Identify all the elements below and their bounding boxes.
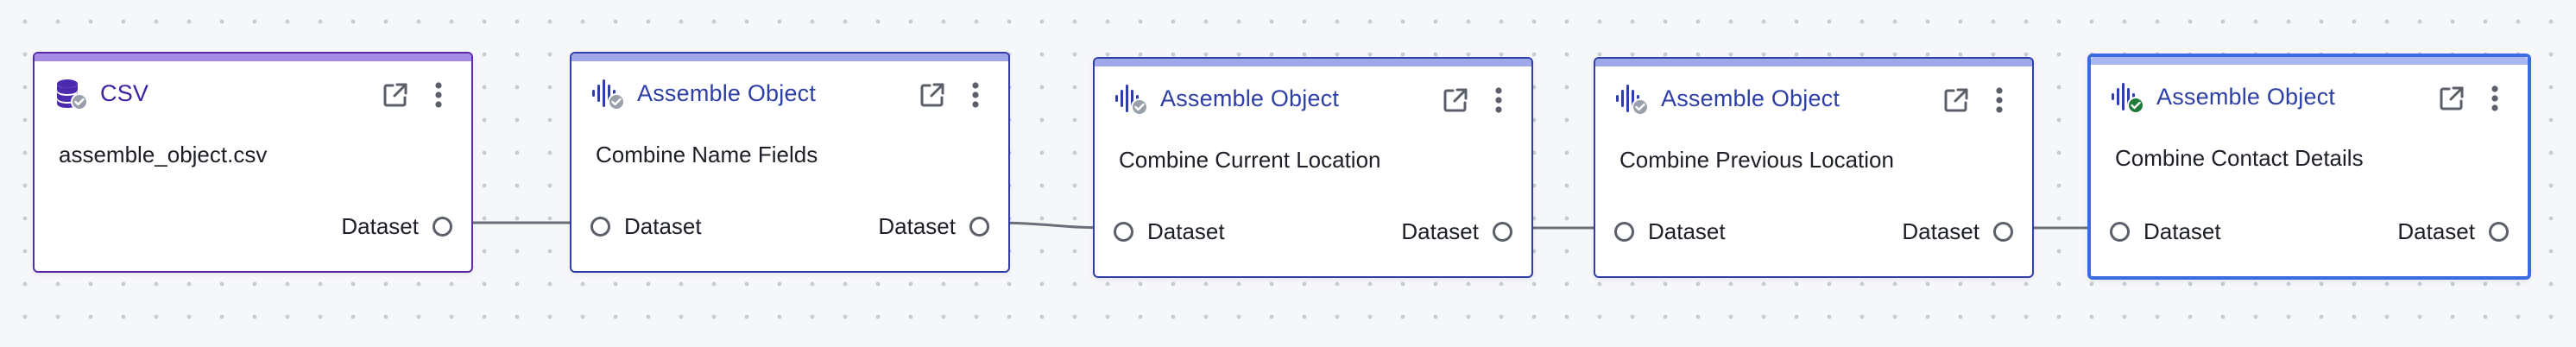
node-type-label: Assemble Object xyxy=(637,79,817,106)
node-title: Combine Current Location xyxy=(1119,147,1381,173)
input-port[interactable]: Dataset xyxy=(590,211,702,242)
output-port-handle[interactable] xyxy=(2489,221,2509,242)
assemble-signal-icon xyxy=(2110,79,2144,114)
output-port-label: Dataset xyxy=(878,212,956,239)
output-port[interactable]: Dataset xyxy=(2397,216,2509,247)
output-port-label: Dataset xyxy=(2397,218,2475,244)
open-external-icon[interactable] xyxy=(915,78,950,112)
input-port-handle[interactable] xyxy=(1114,221,1133,242)
node-assemble-object[interactable]: Assemble Object Combine Previous Locatio… xyxy=(1594,57,2034,278)
node-title: Combine Previous Location xyxy=(1619,147,1894,173)
node-type-label: Assemble Object xyxy=(1661,85,1840,111)
node-title: Combine Name Fields xyxy=(596,142,818,167)
node-type-label: CSV xyxy=(100,79,149,106)
assemble-signal-icon xyxy=(1614,81,1649,116)
output-port[interactable]: Dataset xyxy=(341,211,452,242)
node-assemble-object[interactable]: Assemble Object Combine Name Fields Data… xyxy=(570,52,1010,273)
output-port-label: Dataset xyxy=(1401,218,1479,244)
node-assemble-object[interactable]: Assemble Object Combine Current Location… xyxy=(1093,57,1533,278)
more-vertical-icon[interactable] xyxy=(1481,83,1516,117)
input-port[interactable]: Dataset xyxy=(2110,216,2221,247)
input-port[interactable]: Dataset xyxy=(1114,216,1225,247)
node-header-bar xyxy=(2091,57,2528,65)
output-port[interactable]: Dataset xyxy=(1401,216,1512,247)
output-port-label: Dataset xyxy=(341,212,419,239)
open-external-icon[interactable] xyxy=(1438,83,1473,117)
input-port-handle[interactable] xyxy=(2110,221,2130,242)
node-type-label: Assemble Object xyxy=(1160,85,1340,111)
assemble-signal-icon xyxy=(590,76,625,110)
node-title: assemble_object.csv xyxy=(59,142,268,167)
database-icon xyxy=(54,76,88,110)
node-header-bar xyxy=(571,54,1008,61)
more-vertical-icon[interactable] xyxy=(2478,81,2512,116)
input-port-label: Dataset xyxy=(1147,218,1225,244)
more-vertical-icon[interactable] xyxy=(958,78,993,112)
input-port-handle[interactable] xyxy=(590,216,610,237)
assemble-signal-icon xyxy=(1114,81,1148,116)
input-port[interactable]: Dataset xyxy=(1614,216,1726,247)
open-external-icon[interactable] xyxy=(1939,83,1973,117)
output-port[interactable]: Dataset xyxy=(1902,216,2013,247)
output-port-handle[interactable] xyxy=(1493,221,1512,242)
more-vertical-icon[interactable] xyxy=(1982,83,2017,117)
node-type-label: Assemble Object xyxy=(2156,83,2336,110)
output-port-handle[interactable] xyxy=(969,216,989,237)
node-assemble-object-selected[interactable]: Assemble Object Combine Contact Details … xyxy=(2087,54,2531,280)
open-external-icon[interactable] xyxy=(378,78,413,112)
node-header-bar xyxy=(1095,59,1531,66)
input-port-label: Dataset xyxy=(2144,218,2221,244)
node-header-bar xyxy=(1595,59,2032,66)
input-port-handle[interactable] xyxy=(1614,221,1634,242)
open-external-icon[interactable] xyxy=(2434,81,2469,116)
node-csv[interactable]: CSV assemble_object.csv Dataset xyxy=(33,52,473,273)
more-vertical-icon[interactable] xyxy=(421,78,456,112)
input-port-label: Dataset xyxy=(1648,218,1726,244)
output-port-label: Dataset xyxy=(1902,218,1979,244)
input-port-label: Dataset xyxy=(624,212,702,239)
node-title: Combine Contact Details xyxy=(2115,145,2364,171)
output-port-handle[interactable] xyxy=(432,216,452,237)
output-port-handle[interactable] xyxy=(1993,221,2013,242)
output-port[interactable]: Dataset xyxy=(878,211,989,242)
node-header-bar xyxy=(35,54,471,61)
